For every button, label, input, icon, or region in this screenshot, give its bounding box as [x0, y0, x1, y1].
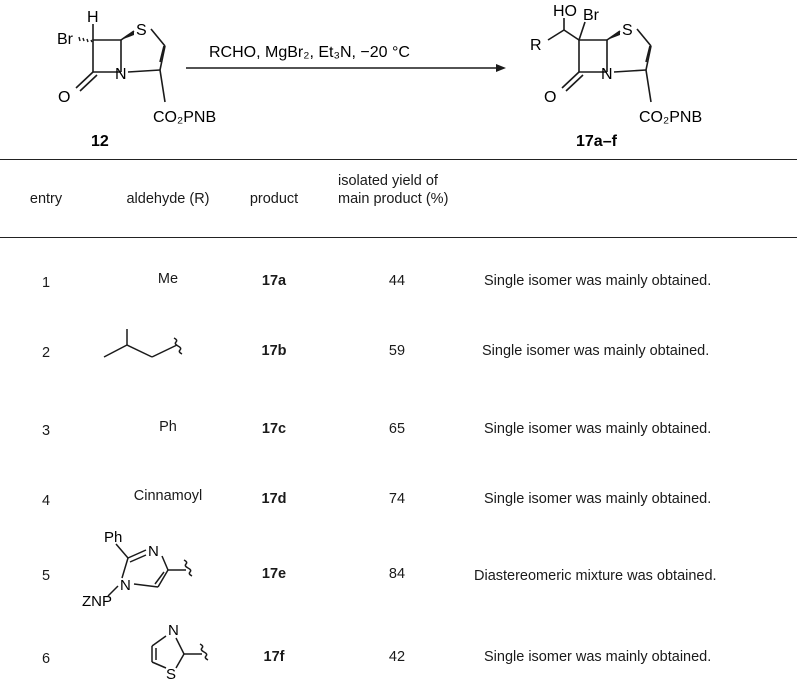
- row-note: Diastereomeric mixture was obtained.: [474, 568, 717, 584]
- ester-label: CO₂PNB: [153, 109, 216, 126]
- thiazolyl-structure: N S: [151, 622, 209, 681]
- entry-number: 5: [41, 568, 51, 584]
- atom-n: N: [601, 66, 613, 83]
- entry-number: 2: [41, 345, 51, 361]
- aldehyde-r: Ph: [159, 419, 177, 435]
- imidazolyl-structure: Ph N N ZNP: [82, 529, 193, 608]
- row-note: Single isomer was mainly obtained.: [484, 421, 712, 437]
- yield-value: 65: [388, 421, 406, 437]
- table-top-rule: [0, 159, 797, 160]
- entry-number: 1: [41, 275, 51, 291]
- atom-o: O: [544, 89, 556, 106]
- isobutyl-structure: [103, 329, 183, 358]
- atom-n: N: [168, 622, 179, 639]
- yield-value: 44: [388, 273, 406, 289]
- atom-h: H: [87, 9, 99, 26]
- header-entry: entry: [29, 191, 63, 207]
- header-yield-line2: main product (%): [338, 191, 449, 207]
- ester-label: CO₂PNB: [639, 109, 702, 126]
- product-id: 17d: [261, 491, 287, 507]
- atom-n: N: [148, 543, 159, 560]
- header-aldehyde: aldehyde (R): [126, 191, 210, 207]
- atom-ph: Ph: [104, 529, 122, 546]
- header-product: product: [249, 191, 299, 207]
- product-id: 17a: [261, 273, 287, 289]
- row-note: Single isomer was mainly obtained.: [484, 649, 712, 665]
- atom-ho: HO: [553, 3, 577, 20]
- yield-value: 59: [388, 343, 406, 359]
- atom-s: S: [622, 22, 633, 39]
- row-note: Single isomer was mainly obtained.: [484, 491, 712, 507]
- atom-s: S: [136, 22, 147, 39]
- entry-number: 6: [41, 651, 51, 667]
- atom-r: R: [530, 37, 542, 54]
- product-id: 17b: [261, 343, 287, 359]
- yield-value: 42: [388, 649, 406, 665]
- atom-o: O: [58, 89, 70, 106]
- atom-n: N: [115, 66, 127, 83]
- reactant-label: 12: [91, 133, 109, 150]
- entry-number: 3: [41, 423, 51, 439]
- table-header-rule: [0, 237, 797, 238]
- product-id: 17f: [263, 649, 285, 665]
- product-id: 17e: [261, 566, 287, 582]
- reaction-scheme: Br H S O N CO₂PNB 12 RCHO, MgBr₂, Et₃N, …: [57, 3, 702, 150]
- atom-br: Br: [57, 31, 74, 48]
- reaction-conditions: RCHO, MgBr₂, Et₃N, −20 °C: [209, 44, 410, 61]
- row-note: Single isomer was mainly obtained.: [484, 273, 712, 289]
- atom-br: Br: [583, 7, 600, 24]
- atom-s: S: [166, 666, 176, 681]
- row-note: Single isomer was mainly obtained.: [482, 343, 710, 359]
- aldehyde-r: Me: [157, 271, 179, 287]
- header-yield-line1: isolated yield of: [338, 173, 438, 189]
- atom-n: N: [120, 577, 131, 594]
- product-label: 17a–f: [576, 133, 618, 150]
- yield-value: 84: [388, 566, 406, 582]
- aldehyde-r: Cinnamoyl: [133, 488, 203, 504]
- entry-number: 4: [41, 493, 51, 509]
- atom-znp: ZNP: [82, 593, 112, 608]
- product-id: 17c: [261, 421, 287, 437]
- yield-value: 74: [388, 491, 406, 507]
